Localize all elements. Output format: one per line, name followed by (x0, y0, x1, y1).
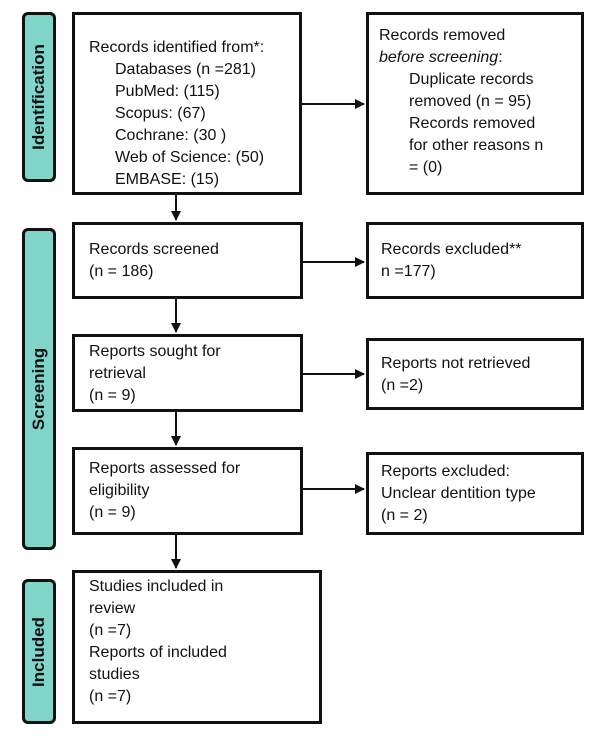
records-screened-label: Records screened (89, 241, 219, 258)
records-screened-count: (n = 186) (89, 263, 154, 280)
reports-assessed-box: Reports assessed for eligibility (n = 9) (72, 447, 303, 535)
reports-assessed-count: (n = 9) (89, 504, 136, 521)
web-of-science-count: Web of Science: (50) (115, 149, 265, 166)
other-reasons-line3: = (0) (409, 159, 443, 176)
records-removed-heading: Records removed (379, 27, 506, 44)
duplicates-line1: Duplicate records (409, 71, 534, 88)
studies-included-box: Studies included in review (n =7) Report… (72, 570, 322, 724)
scopus-count: Scopus: (67) (115, 105, 206, 122)
reports-included-line2: studies (89, 666, 140, 683)
reports-sought-box: Reports sought for retrieval (n = 9) (72, 334, 303, 412)
other-reasons-line1: Records removed (409, 115, 536, 132)
studies-included-count: (n =7) (89, 622, 132, 639)
before-screening-text: before screening (379, 49, 499, 66)
records-removed-box: Records removed before screening: Duplic… (366, 12, 584, 195)
reports-not-retrieved-count: (n =2) (381, 377, 424, 394)
reports-excluded-count: (n = 2) (381, 507, 428, 524)
studies-included-line1: Studies included in (89, 578, 224, 595)
reports-not-retrieved-label: Reports not retrieved (381, 355, 531, 372)
duplicates-line2: removed (n = 95) (409, 93, 532, 110)
records-identified-box: Records identified from*: Databases (n =… (72, 12, 302, 195)
studies-included-line2: review (89, 600, 136, 617)
other-reasons-line2: for other reasons n (409, 137, 544, 154)
reports-included-line1: Reports of included (89, 644, 227, 661)
records-screened-box: Records screened (n = 186) (72, 222, 303, 299)
pubmed-count: PubMed: (115) (115, 83, 220, 100)
phase-included: Included (22, 579, 56, 724)
reports-sought-line2: retrieval (89, 365, 146, 382)
reports-excluded-box: Reports excluded: Unclear dentition type… (366, 452, 584, 535)
phase-screening: Screening (22, 228, 56, 550)
reports-assessed-line2: eligibility (89, 482, 150, 499)
embase-count: EMBASE: (15) (115, 171, 220, 188)
reports-not-retrieved-box: Reports not retrieved (n =2) (366, 338, 584, 410)
reports-excluded-reason: Unclear dentition type (381, 485, 536, 502)
phase-identification: Identification (22, 12, 56, 182)
reports-excluded-label: Reports excluded: (381, 463, 510, 480)
records-excluded-count: n =177) (381, 263, 436, 280)
reports-sought-line1: Reports sought for (89, 343, 221, 360)
subheading-colon: : (498, 49, 503, 66)
records-excluded-label: Records excluded** (381, 241, 522, 258)
records-removed-subheading: before screening: (379, 47, 571, 69)
reports-included-count: (n =7) (89, 688, 132, 705)
databases-count: Databases (n =281) (115, 61, 256, 78)
reports-assessed-line1: Reports assessed for (89, 460, 241, 477)
records-identified-heading: Records identified from*: (89, 39, 265, 56)
records-excluded-box: Records excluded** n =177) (366, 222, 584, 299)
cochrane-count: Cochrane: (30 ) (115, 127, 227, 144)
reports-sought-count: (n = 9) (89, 387, 136, 404)
